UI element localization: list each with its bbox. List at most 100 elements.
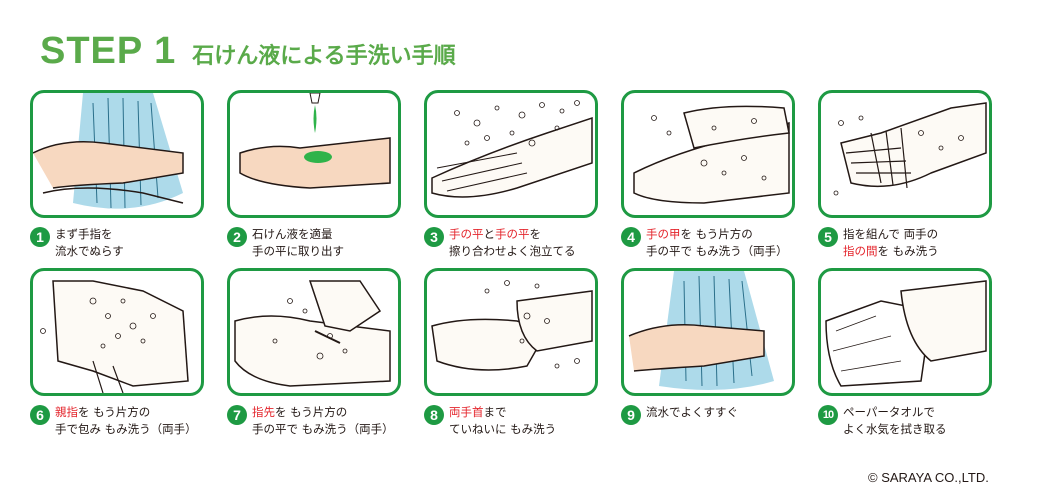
step-card-4: 4 手の甲を もう片方の手の平で もみ洗う（両手） [621,90,795,260]
highlight-text: 指の間 [843,244,878,258]
step-caption-7: 7 指先を もう片方の手の平で もみ洗う（両手） [227,404,399,438]
palm-rub-icon [431,100,593,198]
page-title: 石けん液による手洗い手順 [192,44,456,69]
wrist-wash-icon [431,280,593,371]
caption-text: を [529,227,542,241]
caption-text: と [483,227,496,241]
step-card-8: 8 両手首までていねいに もみ洗う [424,268,598,438]
header: STEP 1 石けん液による手洗い手順 [40,30,456,73]
caption-text: を もみ洗う [877,244,939,258]
rinse-water-icon [628,271,774,390]
step-card-5: 5 指を組んで 両手の指の間を もみ洗う [818,90,992,260]
step-number-badge: 3 [424,227,444,247]
soap-dispense-icon [239,93,391,189]
step-text: 石けん液を適量手の平に取り出す [252,226,344,260]
highlight-text: 手の平 [495,227,530,241]
step-text-line: 指の間を もみ洗う [843,243,939,260]
step-text: 手の甲を もう片方の手の平で もみ洗う（両手） [646,226,788,260]
highlight-text: 両手首 [449,405,484,419]
step-illustration-6 [30,268,204,396]
highlight-text: 手の甲 [646,227,681,241]
fingertip-wash-icon [234,280,391,387]
step-text-line: 手の平と手の平を [449,226,576,243]
step-illustration-3 [424,90,598,218]
step-text: まず手指を流水でぬらす [55,226,124,260]
caption-text: まず手指を [55,227,113,241]
step-caption-10: 10 ペーパータオルでよく水気を拭き取る [818,404,990,438]
step-text-line: まず手指を [55,226,124,243]
caption-text: 手の平で もみ洗う（両手） [252,422,394,436]
step-text-line: 手の平に取り出す [252,243,344,260]
step-caption-1: 1 まず手指を流水でぬらす [30,226,202,260]
caption-text: を もう片方の [275,405,348,419]
step-text-line: 手で包み もみ洗う（両手） [55,421,197,438]
step-caption-5: 5 指を組んで 両手の指の間を もみ洗う [818,226,990,260]
step-card-6: 6 親指を もう片方の手で包み もみ洗う（両手） [30,268,204,438]
step-card-3: 3 手の平と手の平を擦り合わせよく泡立てる [424,90,598,260]
step-text: 親指を もう片方の手で包み もみ洗う（両手） [55,404,197,438]
highlight-text: 親指 [55,405,78,419]
step-text: 指を組んで 両手の指の間を もみ洗う [843,226,939,260]
caption-text: 擦り合わせよく泡立てる [449,244,576,258]
caption-text: 石けん液を適量 [252,227,333,241]
caption-text: 手の平に取り出す [252,244,344,258]
step-number-badge: 6 [30,405,50,425]
caption-text: ていねいに もみ洗う [449,422,557,436]
caption-text: 手で包み もみ洗う（両手） [55,422,197,436]
step-illustration-8 [424,268,598,396]
step-text-line: 手の平で もみ洗う（両手） [646,243,788,260]
steps-grid: 1 まず手指を流水でぬらす 2 石けん液を適量手の平に取り出す [30,90,1000,450]
step-text-line: 擦り合わせよく泡立てる [449,243,576,260]
caption-text: 手の平で もみ洗う（両手） [646,244,788,258]
step-number-badge: 8 [424,405,444,425]
step-card-10: 10 ペーパータオルでよく水気を拭き取る [818,268,992,438]
interlace-fingers-icon [833,102,987,196]
paper-towel-icon [825,280,987,387]
step-illustration-1 [30,90,204,218]
step-title: STEP 1 [40,30,177,72]
step-illustration-7 [227,268,401,396]
step-text-line: 両手首まで [449,404,556,421]
caption-text: 指を組んで 両手の [843,227,939,241]
step-illustration-4 [621,90,795,218]
step-text: 流水でよくすすぐ [646,404,738,421]
step-caption-3: 3 手の平と手の平を擦り合わせよく泡立てる [424,226,596,260]
caption-text: を もう片方の [78,405,151,419]
step-text-line: ていねいに もみ洗う [449,421,556,438]
step-number-badge: 10 [818,405,838,425]
step-number-badge: 9 [621,405,641,425]
highlight-text: 手の平 [449,227,484,241]
step-text-line: 手の甲を もう片方の [646,226,788,243]
step-caption-8: 8 両手首までていねいに もみ洗う [424,404,596,438]
thumb-wash-icon [40,280,189,393]
step-number-badge: 4 [621,227,641,247]
step-text-line: 石けん液を適量 [252,226,344,243]
step-number-badge: 5 [818,227,838,247]
caption-text: 流水でよくすすぐ [646,405,738,419]
copyright-notice: © SARAYA CO.,LTD. [868,470,989,485]
step-card-9: 9 流水でよくすすぐ [621,268,795,425]
caption-text: 流水でぬらす [55,244,124,258]
step-illustration-5 [818,90,992,218]
step-text: 手の平と手の平を擦り合わせよく泡立てる [449,226,576,260]
step-text-line: ペーパータオルで [843,404,947,421]
step-illustration-10 [818,268,992,396]
step-number-badge: 2 [227,227,247,247]
step-caption-2: 2 石けん液を適量手の平に取り出す [227,226,399,260]
step-caption-4: 4 手の甲を もう片方の手の平で もみ洗う（両手） [621,226,793,260]
step-card-2: 2 石けん液を適量手の平に取り出す [227,90,401,260]
step-text-line: 流水でぬらす [55,243,124,260]
step-text-line: 流水でよくすすぐ [646,404,738,421]
step-text-line: 指先を もう片方の [252,404,394,421]
rinse-hands-icon [33,93,184,209]
step-text-line: よく水気を拭き取る [843,421,947,438]
step-text: 両手首までていねいに もみ洗う [449,404,556,438]
step-card-7: 7 指先を もう片方の手の平で もみ洗う（両手） [227,268,401,438]
step-illustration-9 [621,268,795,396]
highlight-text: 指先 [252,405,275,419]
step-number-badge: 7 [227,405,247,425]
step-caption-9: 9 流水でよくすすぐ [621,404,793,425]
caption-text: まで [483,405,507,419]
step-illustration-2 [227,90,401,218]
step-text-line: 親指を もう片方の [55,404,197,421]
